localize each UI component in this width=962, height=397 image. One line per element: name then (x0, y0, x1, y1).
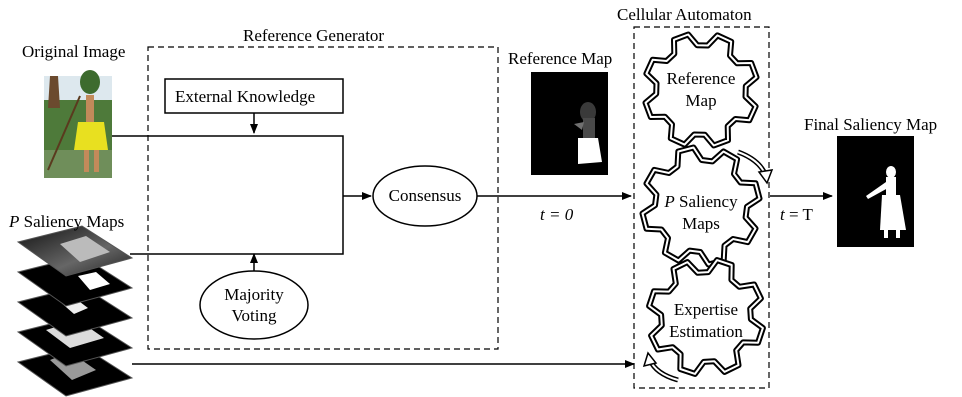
saliency-maps-variable: P (9, 212, 20, 231)
saliency-maps-connector (130, 196, 344, 255)
reference-map-label: Reference Map (508, 49, 613, 68)
saliency-maps-label: P Saliency Maps (9, 213, 124, 230)
saliency-maps-text: Saliency Maps (19, 212, 125, 231)
gear1-label-line1: Reference (666, 69, 736, 88)
reference-map-image (531, 72, 608, 175)
consensus-label: Consensus (388, 186, 462, 205)
tT-variable: t (780, 205, 785, 224)
gear2-text: Saliency (674, 192, 738, 211)
t0-text: t = 0 (540, 205, 574, 224)
rotation-arrow-icon (642, 351, 679, 383)
final-saliency-map-image (837, 136, 914, 247)
gear-reference-map (642, 31, 760, 149)
gear2-variable: P (664, 192, 675, 211)
external-knowledge-label: External Knowledge (175, 87, 316, 106)
gear3-label-line1: Expertise (673, 300, 739, 319)
gear2-label-line2: Maps (682, 214, 720, 233)
rotation-arrow-icon (737, 149, 774, 185)
gear2-label-line1: P Saliency (646, 193, 756, 210)
original-image-connector (112, 135, 344, 196)
final-saliency-map-label: Final Saliency Map (804, 115, 938, 134)
t0-label: t = 0 (540, 206, 573, 223)
majority-voting-ellipse (199, 270, 309, 340)
gear3-label-line2: Estimation (669, 322, 743, 341)
original-image (44, 70, 112, 178)
cellular-automaton-label: Cellular Automaton (617, 5, 752, 24)
gear-saliency-maps (639, 144, 763, 268)
tT-label: t = T (780, 206, 813, 223)
gear-expertise-estimation (646, 257, 766, 377)
reference-generator-label: Reference Generator (243, 26, 385, 45)
original-image-label: Original Image (22, 42, 126, 61)
reference-generator-box (147, 46, 499, 350)
gear1-label-line2: Map (685, 91, 717, 110)
majority-voting-label-line2: Voting (231, 306, 277, 325)
saliency-map-stack (16, 225, 134, 397)
cellular-automaton-box (633, 26, 770, 389)
majority-voting-label-line1: Majority (224, 285, 284, 304)
tT-text: = T (784, 205, 813, 224)
saliency-map-layer-1 (16, 225, 134, 277)
